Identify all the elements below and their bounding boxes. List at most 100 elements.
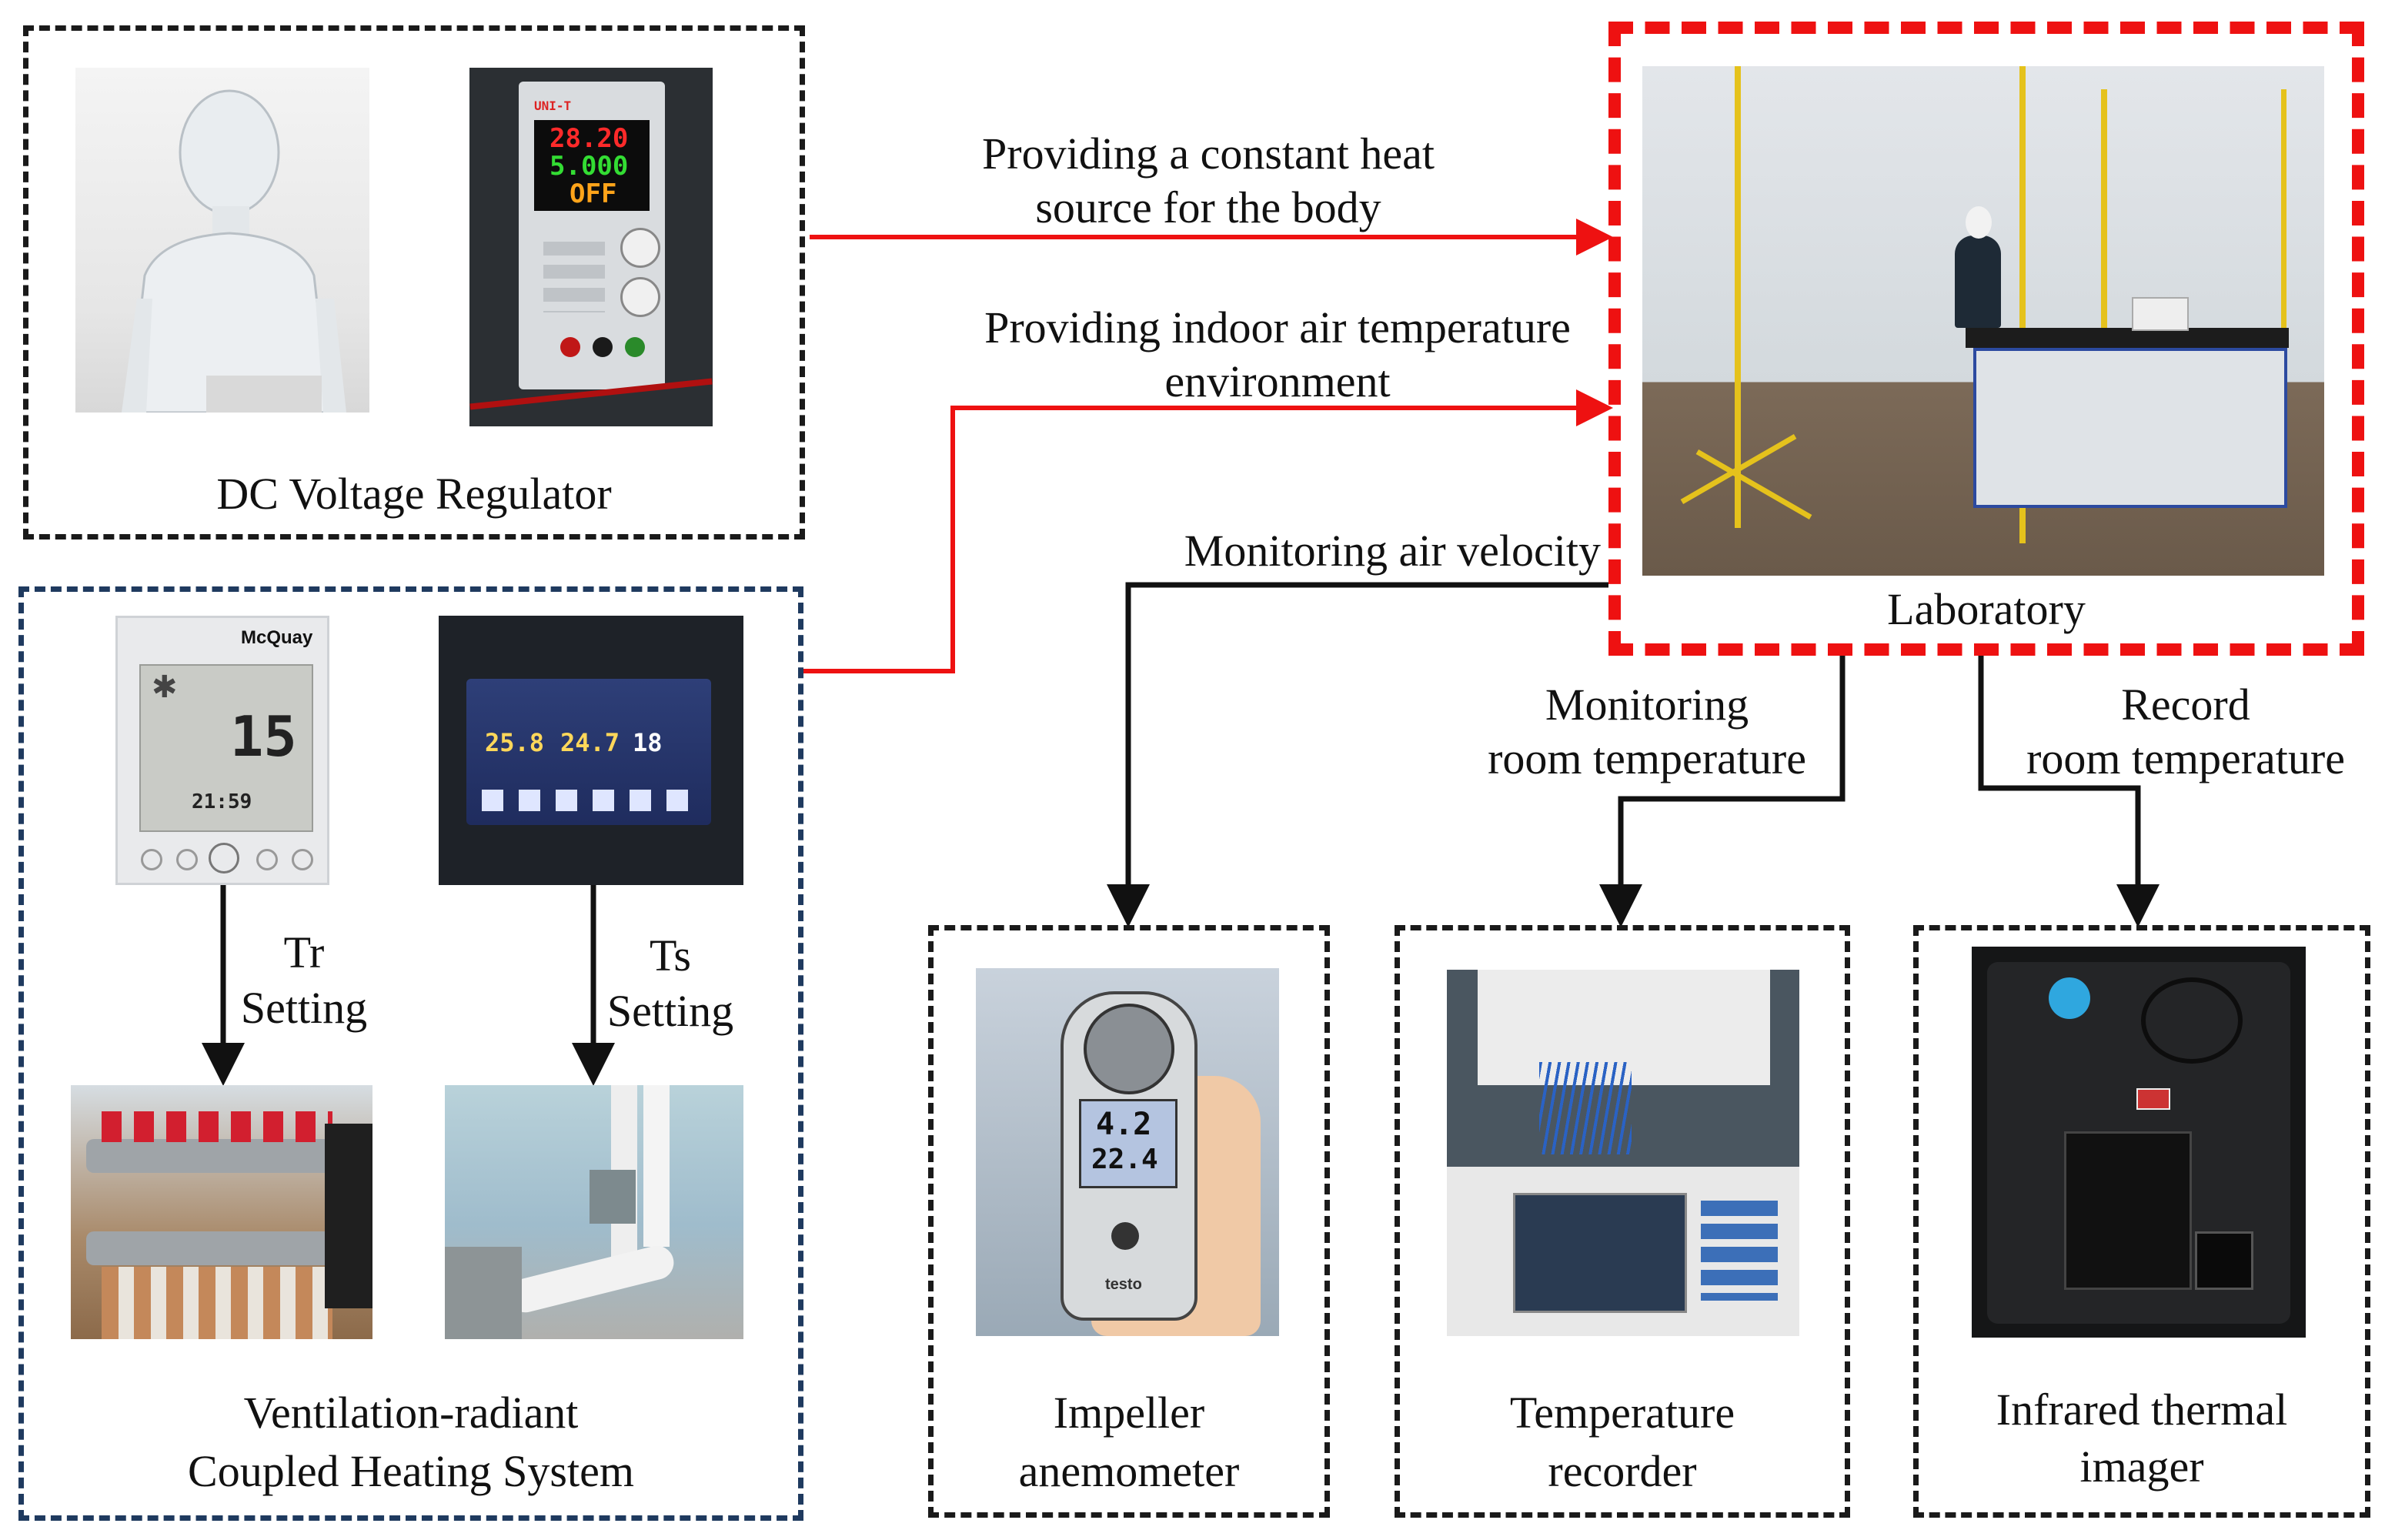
control-panel-photo: 25.8 24.7 18 [439, 616, 743, 885]
black-terminal [593, 337, 613, 357]
fan-unit-box [445, 1247, 522, 1339]
lab-mannequin [1955, 236, 2001, 328]
ventilation-unit-photo [445, 1085, 743, 1339]
clock-readout: 21:59 [192, 790, 252, 813]
panel-reading-3: 18 [633, 728, 663, 757]
anemometer-brand: testo [1105, 1276, 1142, 1293]
ts-setting-label: Setting [606, 986, 734, 1036]
laboratory-photo [1642, 66, 2324, 576]
anemometer-group [928, 925, 1330, 1518]
lab-bench-cabinet [1973, 348, 2287, 508]
button-grid [543, 242, 605, 312]
tripod-right [2101, 89, 2107, 451]
heat-source-label-line1: Providing a constant heat [982, 129, 1435, 179]
thermocouple-wires [1539, 1062, 1632, 1154]
tr-setting-label: Setting [240, 983, 368, 1033]
anemometer-power-button-icon [1111, 1222, 1139, 1250]
recorder-title-line1: Temperature [1509, 1388, 1735, 1438]
manifold-bar-bottom [86, 1231, 340, 1265]
laboratory-group [1608, 22, 2364, 656]
recorder-title-line2: recorder [1548, 1446, 1697, 1496]
panel-icon-row [482, 790, 697, 811]
knob-lower [620, 277, 660, 317]
elbow-pipe [504, 1242, 678, 1316]
setpoint-readout: 15 [230, 704, 297, 769]
thermostat-screen [139, 664, 313, 832]
air-velocity-arrow [1107, 582, 1608, 927]
impeller-anemometer-photo: 4.2 22.4 testo [976, 968, 1279, 1336]
indoor-air-label-line2: environment [1164, 356, 1391, 406]
power-supply-brand: UNI-T [534, 99, 572, 113]
anemometer-title-line1: Impeller [1053, 1388, 1205, 1438]
vertical-duct-2 [643, 1085, 670, 1247]
heating-system-group [18, 586, 803, 1521]
power-supply-screen [534, 120, 650, 211]
imager-body [2064, 1131, 2192, 1290]
red-tag [2136, 1088, 2170, 1110]
indoor-air-arrow [803, 389, 1613, 673]
junction-box [590, 1170, 636, 1224]
thermostat-brand: McQuay [241, 627, 313, 648]
heating-system-title-line2: Coupled Heating System [188, 1446, 634, 1496]
air-velocity-label: Monitoring air velocity [1184, 526, 1601, 576]
recorder-keypad [1701, 1201, 1778, 1301]
power-readout: OFF [570, 179, 617, 209]
manifold-valves [102, 1111, 332, 1142]
infrared-thermal-imager-photo [1972, 947, 2306, 1338]
imager-title-line1: Infrared thermal [1996, 1385, 2288, 1435]
heating-system-title-line1: Ventilation-radiant [243, 1388, 579, 1438]
red-terminal [560, 337, 580, 357]
record-temp-arrow [1978, 656, 2160, 927]
temperature-recorder-photo [1447, 970, 1799, 1336]
panel-reading-1: 25.8 [485, 728, 545, 757]
recorder-screen [1513, 1193, 1687, 1313]
tr-label: Tr [283, 927, 325, 977]
fan-button-icon [176, 849, 198, 870]
mode-button-icon [141, 849, 162, 870]
heat-source-label-line2: source for the body [1035, 182, 1381, 232]
floor-heating-manifold-photo [71, 1085, 372, 1339]
down-button-icon [292, 849, 313, 870]
imager-group [1913, 925, 2370, 1518]
monitor-temp-arrow [1599, 656, 1846, 927]
cable-coil [2141, 977, 2243, 1064]
imager-title-line2: imager [2079, 1441, 2204, 1492]
lab-bench-top [1966, 328, 2289, 348]
record-temp-label-line2: room temperature [2026, 733, 2345, 783]
manifold-bar-top [86, 1139, 340, 1173]
green-terminal [625, 337, 645, 357]
knob-upper [620, 228, 660, 268]
dc-power-supply-photo: UNI-T 28.20 5.000 OFF [469, 68, 713, 426]
recorder-group [1395, 925, 1850, 1518]
current-readout: 5.000 [549, 151, 629, 182]
voltage-readout: 28.20 [549, 123, 629, 154]
laboratory-title: Laboratory [1887, 584, 2086, 634]
up-button-icon [256, 849, 278, 870]
tripod-mid [2019, 66, 2026, 543]
thermostat-photo: McQuay ✱ 15 21:59 [115, 616, 329, 885]
monitor-temp-label-line1: Monitoring [1545, 680, 1749, 730]
black-insulation [325, 1124, 372, 1308]
anemometer-title-line2: anemometer [1018, 1446, 1240, 1496]
power-button-icon [209, 843, 239, 874]
panel-reading-2: 24.7 [560, 728, 620, 757]
blue-bulb [2049, 977, 2090, 1019]
lab-mannequin-head [1966, 206, 1992, 239]
monitor-temp-label-line2: room temperature [1488, 733, 1806, 783]
tripod-far [2281, 89, 2286, 428]
manifold-pipes [102, 1267, 332, 1339]
mannequin-photo [75, 68, 369, 413]
ts-label: Ts [650, 930, 691, 980]
tripod-left [1735, 66, 1741, 528]
record-temp-label-line1: Record [2121, 680, 2250, 730]
anemometer-screen [1079, 1099, 1177, 1188]
impeller-icon [1084, 1004, 1174, 1094]
temperature-readout: 22.4 [1091, 1144, 1158, 1175]
indoor-air-label-line1: Providing indoor air temperature [984, 302, 1571, 352]
mannequin-illustration [122, 89, 346, 413]
snowflake-icon: ✱ [152, 670, 178, 704]
dc-regulator-title: DC Voltage Regulator [216, 469, 612, 519]
bench-instrument [2132, 297, 2189, 331]
dc-voltage-regulator-group [23, 25, 805, 540]
